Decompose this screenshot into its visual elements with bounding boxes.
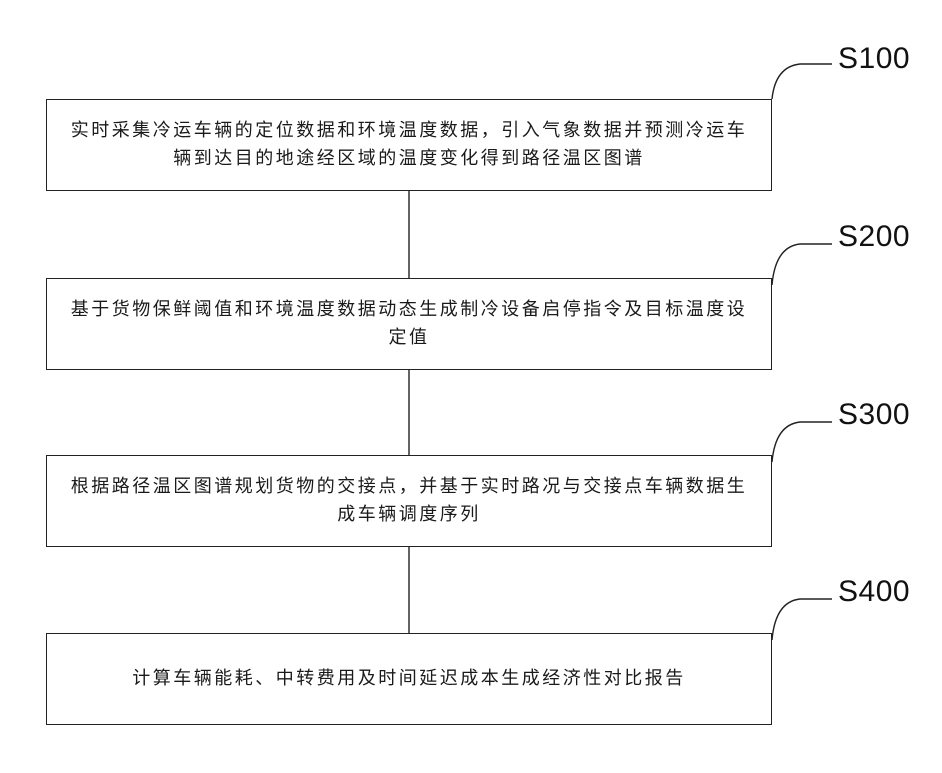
step-label-s200: S200 (838, 220, 910, 254)
leader-s400 (772, 599, 832, 640)
leader-s300 (772, 422, 832, 462)
step-label-s100: S100 (838, 42, 910, 76)
leader-s100 (772, 64, 832, 99)
step-text-s200: 基于货物保鲜阈值和环境温度数据动态生成制冷设备启停指令及目标温度设定值 (47, 296, 771, 352)
step-label-s300: S300 (838, 398, 910, 432)
step-box-s400: 计算车辆能耗、中转费用及时间延迟成本生成经济性对比报告 (46, 633, 772, 725)
leader-s200 (772, 244, 832, 285)
step-box-s300: 根据路径温区图谱规划货物的交接点，并基于实时路况与交接点车辆数据生成车辆调度序列 (46, 455, 772, 547)
step-text-s300: 根据路径温区图谱规划货物的交接点，并基于实时路况与交接点车辆数据生成车辆调度序列 (47, 473, 771, 529)
step-text-s400: 计算车辆能耗、中转费用及时间延迟成本生成经济性对比报告 (112, 665, 706, 693)
step-label-s400: S400 (838, 575, 910, 609)
step-text-s100: 实时采集冷运车辆的定位数据和环境温度数据，引入气象数据并预测冷运车辆到达目的地途… (47, 117, 771, 173)
step-box-s100: 实时采集冷运车辆的定位数据和环境温度数据，引入气象数据并预测冷运车辆到达目的地途… (46, 99, 772, 191)
step-box-s200: 基于货物保鲜阈值和环境温度数据动态生成制冷设备启停指令及目标温度设定值 (46, 278, 772, 370)
